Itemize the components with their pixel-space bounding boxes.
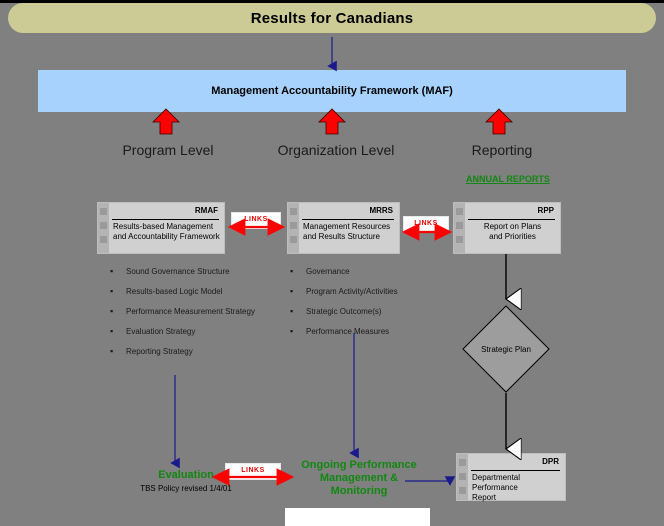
bullet-item-label: Performance Measurement Strategy — [126, 307, 255, 316]
bullet-item-label: Governance — [306, 267, 350, 276]
doc-acronym: RMAF — [194, 206, 218, 215]
links-label: LINKS — [241, 467, 265, 474]
red-up-arrow-organization — [318, 108, 346, 135]
bullet-list-program: ▪ Sound Governance Structure ▪ Results-base… — [110, 266, 255, 366]
ongoing-performance-label: Ongoing Performance Management & Monitor… — [289, 459, 429, 498]
bullet-item: ▪ Strategic Outcome(s) — [290, 306, 398, 317]
maf-box: Management Accountability Framework (MAF… — [38, 70, 626, 112]
doc-acronym: RPP — [537, 206, 554, 215]
level-label-program: Program Level — [122, 142, 214, 158]
doc-tab-icon — [100, 208, 107, 215]
doc-body-line1: Results-based Management — [113, 222, 214, 231]
doc-body: Report on Plans and Priorities — [469, 222, 556, 242]
bullet-marker-icon: ▪ — [290, 306, 294, 316]
evaluation-title: Evaluation — [158, 469, 214, 481]
red-up-arrow-reporting — [485, 108, 513, 135]
ongoing-line1: Ongoing Performance — [301, 459, 417, 471]
doc-body-line2: and Accountability Framework — [113, 232, 220, 241]
doc-tab-icon — [290, 236, 297, 243]
ongoing-line2: Management & — [319, 472, 399, 484]
doc-body-line2: and Priorities — [489, 232, 536, 241]
bullet-item: ▪ Performance Measurement Strategy — [110, 306, 255, 317]
bullet-item: ▪ Reporting Strategy — [110, 346, 255, 357]
page-title: Results for Canadians — [250, 9, 414, 27]
doc-body: Results-based Management and Accountabil… — [113, 222, 220, 242]
bullet-list-organization: ▪Governance▪Program Activity/Activities▪… — [290, 266, 398, 346]
doc-tab-icon — [290, 208, 297, 215]
doc-rule — [302, 219, 394, 220]
ongoing-line3: Monitoring — [330, 485, 388, 497]
links-label: LINKS — [244, 216, 268, 223]
bullet-item: ▪ Program Activity/Activities — [290, 286, 398, 297]
document-box-mrrs: MRRS Management Resources and Results St… — [287, 202, 400, 254]
bullet-item: ▪ Results-based Logic Model — [110, 286, 255, 297]
bullet-marker-icon: ▪ — [110, 346, 114, 356]
doc-tab-icon — [456, 222, 463, 229]
bullet-marker-icon: ▪ — [290, 286, 294, 296]
level-label-organization: Organization Level — [277, 142, 395, 158]
doc-acronym: DPR — [542, 457, 559, 466]
doc-body-line1: Management Resources — [303, 222, 391, 231]
bullet-marker-icon: ▪ — [110, 266, 114, 276]
links-label: LINKS — [414, 220, 438, 227]
bullet-item-label: Sound Governance Structure — [126, 267, 230, 276]
document-box-rpp: RPP Report on Plans and Priorities — [453, 202, 561, 254]
doc-body-line2: and Results Structure — [303, 232, 380, 241]
document-box-dpr: DPR Departmental Performance Report — [456, 453, 566, 503]
bullet-item-label: Reporting Strategy — [126, 347, 193, 356]
bullet-item-label: Program Activity/Activities — [306, 287, 398, 296]
evaluation-subtitle: TBS Policy revised 1/4/01 — [140, 484, 232, 493]
doc-tab-icon — [456, 236, 463, 243]
bullet-item-label: Performance Measures — [306, 327, 390, 336]
bullet-marker-icon: ▪ — [110, 306, 114, 316]
bullet-item: ▪ Sound Governance Structure — [110, 266, 255, 277]
bullet-item-label: Results-based Logic Model — [126, 287, 223, 296]
bullet-item: ▪ Evaluation Strategy — [110, 326, 255, 337]
doc-rule — [468, 219, 555, 220]
doc-tab-icon — [459, 459, 466, 466]
annual-reports-label: ANNUAL REPORTS — [466, 174, 550, 184]
doc-body: Management Resources and Results Structu… — [303, 222, 395, 242]
diamond-shape — [462, 305, 550, 393]
bullet-marker-icon: ▪ — [290, 326, 294, 336]
maf-label: Management Accountability Framework (MAF… — [211, 85, 453, 97]
doc-body-line2: Report — [472, 493, 497, 502]
links-badge-mrrs-rpp: LINKS — [403, 216, 449, 233]
bullet-item-label: Evaluation Strategy — [126, 327, 196, 336]
bullet-marker-icon: ▪ — [110, 286, 114, 296]
bullet-item: ▪ Governance — [290, 266, 398, 277]
bullet-item-label: Strategic Outcome(s) — [306, 307, 382, 316]
doc-acronym: MRRS — [369, 206, 393, 215]
doc-tab-icon — [459, 487, 466, 494]
title-banner: Results for Canadians — [8, 3, 656, 33]
doc-rule — [471, 470, 560, 471]
bullet-marker-icon: ▪ — [110, 326, 114, 336]
red-up-arrow-program — [152, 108, 180, 135]
bullet-marker-icon: ▪ — [290, 266, 294, 276]
doc-body-line1: Departmental Performance — [472, 473, 521, 492]
doc-tab-icon — [456, 208, 463, 215]
doc-tab-icon — [459, 473, 466, 480]
document-box-rmaf: RMAF Results-based Management and Accoun… — [97, 202, 225, 254]
doc-rule — [112, 219, 219, 220]
doc-body-line1: Report on Plans — [483, 222, 542, 231]
strategic-plan-label: Strategic Plan — [481, 344, 531, 354]
bullet-item: ▪ Performance Measures — [290, 326, 398, 337]
strategic-plan-diamond: Strategic Plan — [462, 305, 550, 393]
doc-body: Departmental Performance Report — [472, 473, 561, 503]
blank-white-box — [285, 508, 430, 526]
doc-tab-icon — [100, 236, 107, 243]
doc-tab-icon — [290, 222, 297, 229]
level-label-reporting: Reporting — [471, 142, 533, 158]
links-badge-rmaf-mrrs: LINKS — [231, 212, 281, 229]
doc-tab-icon — [100, 222, 107, 229]
